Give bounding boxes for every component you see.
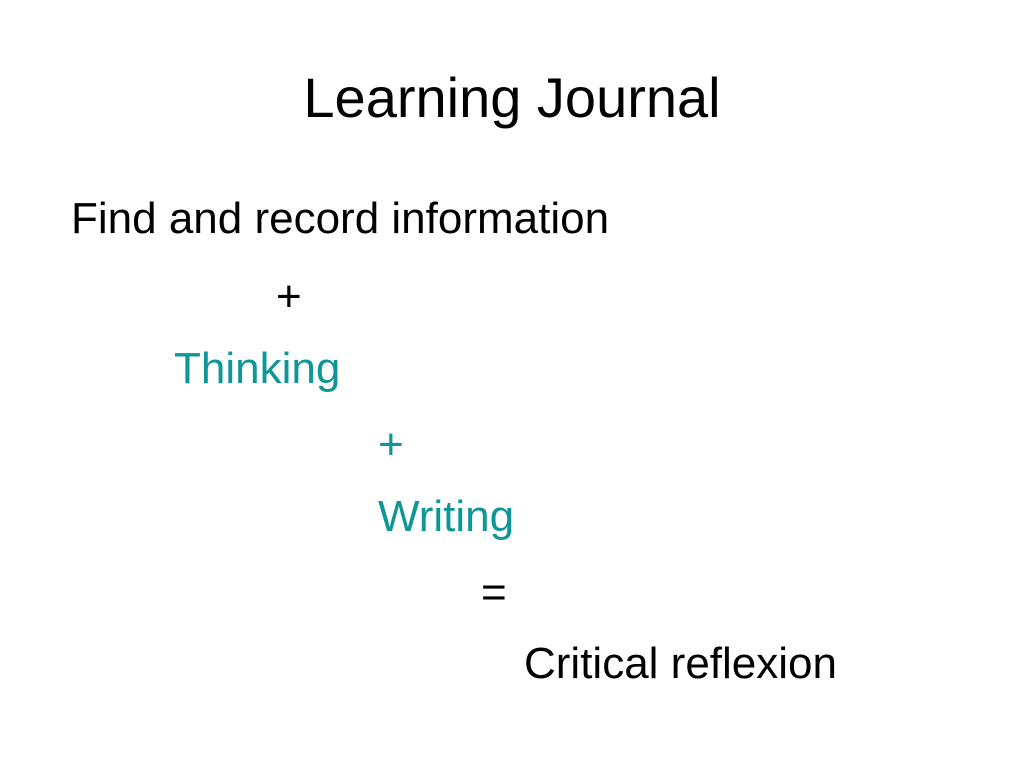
line-writing: Writing [378, 492, 515, 541]
line-critical-reflexion: Critical reflexion [524, 639, 837, 688]
line-find-and-record: Find and record information [71, 194, 610, 243]
equals-sign: = [481, 568, 507, 617]
line-thinking: Thinking [174, 344, 341, 393]
plus-sign-1: + [276, 272, 302, 321]
slide-title: Learning Journal [303, 66, 721, 129]
plus-sign-2: + [378, 420, 404, 469]
